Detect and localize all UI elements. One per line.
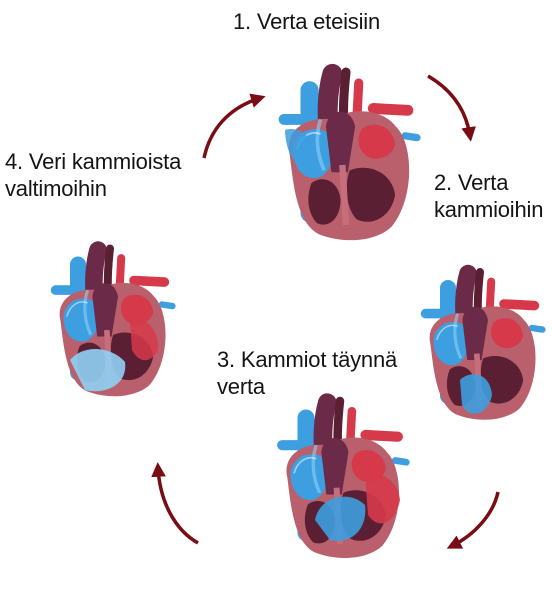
step-3-label-line-2: verta [217,373,397,400]
step-2-label-line-1: 2. Verta [434,169,543,196]
step-3-label-line-1: 3. Kammiot täynnä [217,346,397,373]
step-2-label-line-2: kammioihin [434,196,543,223]
heart-image-step-2 [426,272,543,420]
arrow-step-3-to-4 [158,468,198,543]
step-3-label: 3. Kammiot täynnä verta [217,346,397,400]
step-4-label: 4. Veri kammioista valtimoihin [5,148,181,202]
step-1-label-line-1: 1. Verta eteisiin [233,8,380,35]
heart-image-step-3 [282,401,406,558]
arrow-step-1-to-2 [428,76,470,136]
step-2-label: 2. Verta kammioihin [434,169,543,223]
step-4-label-line-2: valtimoihin [5,175,181,202]
heart-image-step-4 [56,249,173,397]
heart-image-step-1 [284,72,417,240]
step-4-label-line-1: 4. Veri kammioista [5,148,181,175]
step-1-label: 1. Verta eteisiin [233,8,380,35]
arrow-step-2-to-3 [452,492,498,546]
arrow-step-4-to-1 [204,98,260,158]
